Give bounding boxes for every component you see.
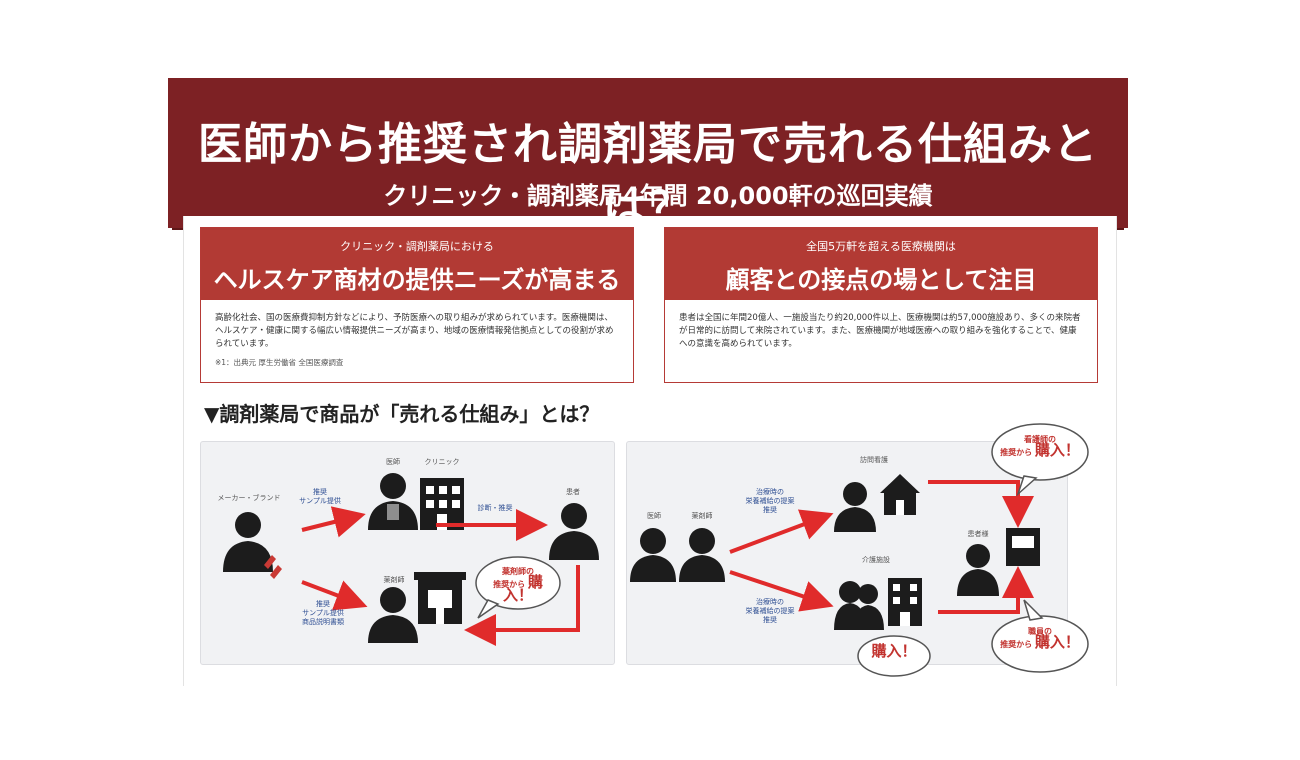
bubble-text: 看護師の 推奨から 購入！: [994, 434, 1086, 458]
care-label: 介護施設: [862, 556, 890, 564]
bubble-small: 職員の 推奨から: [1000, 627, 1052, 649]
bubble-big: 購入！: [1034, 441, 1080, 459]
product-icon: [1006, 528, 1040, 566]
nursing-label: 訪問看護: [860, 456, 888, 464]
card-body: 高齢化社会、国の医療費抑制方針などにより、予防医療への取り組みが求められています…: [215, 313, 614, 349]
arrow-maker-to-pharmacist: [301, 580, 368, 611]
card-note: ※1：出典元 厚生労働省 全国医療調査: [215, 358, 344, 367]
bubble-text: 購入！: [862, 644, 926, 659]
arrow-to-care: [729, 570, 834, 612]
info-card-touchpoint: 全国5万軒を超える医療機関は 顧客との接点の場として注目 患者は全国に年間20億…: [664, 227, 1098, 383]
arrow-maker-to-doctor: [301, 506, 366, 538]
bubble-big: 購入！: [871, 642, 917, 660]
card-title: 顧客との接点の場として注目: [725, 266, 1037, 294]
arrow-nursing-to-purchase: [928, 480, 1034, 528]
arrow-care-to-purchase: [938, 566, 1034, 614]
arrow-bottom-label: 推奨 サンプル提供 商品説明書類: [302, 600, 344, 626]
speech-bubble: [991, 423, 1089, 481]
pharmacist-label: 薬剤師: [383, 576, 405, 584]
page-subtitle: クリニック・調剤薬局4年間 20,000軒の巡回実績: [383, 182, 933, 210]
arrow-top-label: 治療時の 栄養補給の提案 推奨: [745, 488, 795, 514]
care-staff-icon: [834, 581, 884, 630]
header-banner: 医師から推奨され調剤薬局で売れる仕組みとは？ クリニック・調剤薬局4年間 20,…: [168, 78, 1128, 234]
pharmacist-icon: [368, 587, 418, 643]
card-kicker: クリニック・調剤薬局における: [340, 240, 494, 253]
arrow-top-label: 推奨 サンプル提供: [299, 488, 341, 505]
doctor-label: 医師: [386, 458, 400, 466]
bubble-small: 看護師の 推奨から: [1000, 435, 1056, 457]
patient-label: 患者: [566, 488, 580, 496]
page-title: 医師から推奨され調剤薬局で売れる仕組みとは？: [198, 119, 1098, 234]
clinic-label: クリニック: [424, 458, 460, 466]
pharmacist-label: 薬剤師: [691, 512, 713, 520]
doctor-icon: [368, 473, 418, 530]
patient-icon: [549, 503, 599, 560]
arrow-patient-to-pharmacy: [464, 565, 580, 646]
doctor-label: 医師: [647, 512, 661, 520]
card-header: 全国5万軒を超える医療機関は 顧客との接点の場として注目: [665, 228, 1097, 300]
speech-bubble: [475, 556, 561, 610]
maker-label: メーカー・ブランド: [217, 494, 281, 502]
patient-label: 患者様: [967, 530, 989, 538]
clinic-building-icon: [420, 478, 464, 530]
nursing-station-icon: [880, 474, 920, 515]
care-facility-icon: [888, 578, 922, 626]
speech-bubble: [857, 635, 931, 677]
section-heading: ▼調剤薬局で商品が「売れる仕組み」とは？: [204, 402, 600, 426]
bubble-big: 購入！: [502, 573, 543, 604]
card-header: クリニック・調剤薬局における ヘルスケア商材の提供ニーズが高まる: [201, 228, 633, 300]
card-title: ヘルスケア商材の提供ニーズが高まる: [213, 266, 621, 294]
nurse-icon: [834, 482, 876, 532]
card-body: 患者は全国に年間20億人、一施設当たり約20,000件以上、医療機関は約57,0…: [679, 313, 1081, 349]
arrow-bottom-label: 治療時の 栄養補給の提案 推奨: [745, 598, 795, 624]
pharmacist-icon: [679, 528, 725, 582]
pharmacy-building-icon: [414, 572, 466, 624]
card-kicker: 全国5万軒を超える医療機関は: [806, 240, 956, 253]
bubble-text: 職員の 推奨から 購入！: [994, 626, 1086, 650]
bubble-big: 購入！: [1034, 633, 1080, 651]
arrow-to-nursing: [729, 509, 834, 554]
info-card-needs: クリニック・調剤薬局における ヘルスケア商材の提供ニーズが高まる 高齢化社会、国…: [200, 227, 634, 383]
doctor-icon: [630, 528, 676, 582]
arrow-mid-label: 診断・推奨: [477, 504, 513, 512]
bubble-small: 薬剤師の 推奨から: [493, 567, 534, 589]
bubble-text: 薬剤師の 推奨から 購入！: [482, 566, 554, 603]
maker-person-icon: [223, 512, 282, 579]
patient-icon: [957, 544, 999, 596]
